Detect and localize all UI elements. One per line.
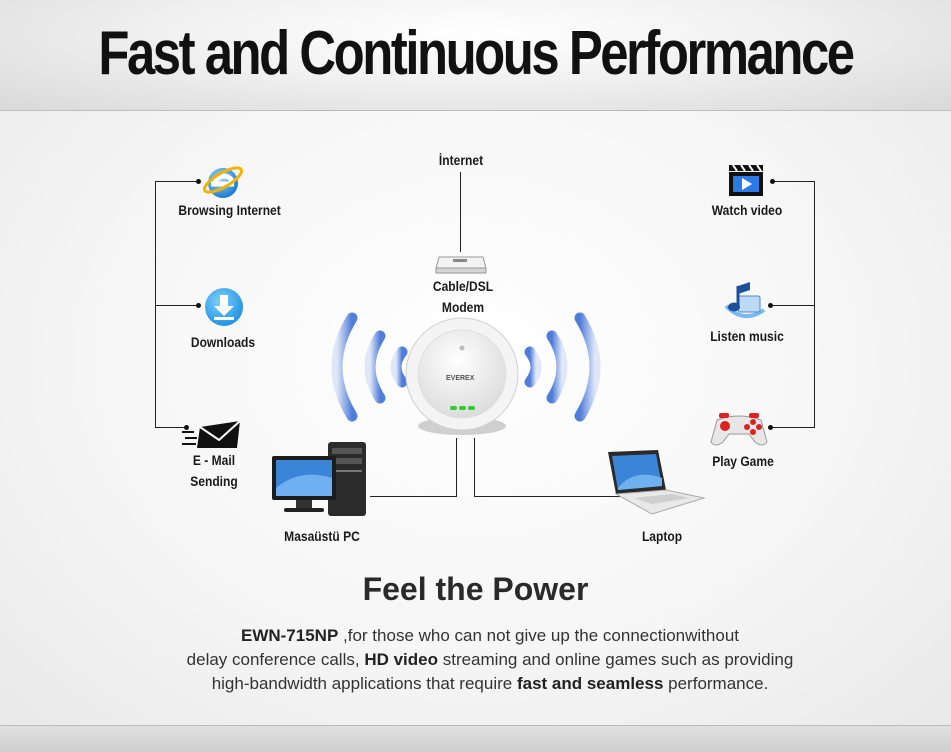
label-modem-line2: Modem xyxy=(441,299,485,315)
left-connector-email xyxy=(155,427,188,428)
wifi-waves-right-icon xyxy=(524,312,601,422)
internet-explorer-icon xyxy=(202,166,244,198)
connector-dot xyxy=(196,303,201,308)
connector-dot xyxy=(196,179,201,184)
pc-connector-vertical xyxy=(456,438,457,497)
label-play-game: Play Game xyxy=(712,453,774,469)
connector-dot xyxy=(768,425,773,430)
pc-connector-horizontal xyxy=(370,496,457,497)
connector-dot xyxy=(184,425,189,430)
desc-text: performance. xyxy=(663,674,769,693)
label-modem-line1: Cable/DSL xyxy=(432,278,494,294)
label-email-line2: Sending xyxy=(190,473,238,489)
right-connector-game xyxy=(771,427,815,428)
desktop-pc-icon xyxy=(272,442,366,516)
label-listen-music: Listen music xyxy=(710,328,784,344)
label-watch-video: Watch video xyxy=(711,202,783,218)
label-internet: İnternet xyxy=(438,152,484,168)
desc-text: delay conference calls, xyxy=(186,650,365,669)
header-banner: Fast and Continuous Performance xyxy=(0,0,951,111)
desc-text: streaming and online games such as provi… xyxy=(438,650,794,669)
internet-connector xyxy=(460,172,461,252)
label-desktop-pc: Masaüstü PC xyxy=(284,528,360,544)
hd-video-emphasis: HD video xyxy=(364,650,438,669)
left-bracket-vertical xyxy=(155,181,156,427)
desc-text: ,for those who can not give up the conne… xyxy=(338,626,740,645)
section-headline: Feel the Power xyxy=(362,571,589,607)
label-browsing-internet: Browsing Internet xyxy=(178,202,281,218)
music-note-icon xyxy=(724,282,766,318)
label-email-line1: E - Mail xyxy=(192,452,236,468)
connector-dot xyxy=(770,179,775,184)
gamepad-icon xyxy=(710,413,768,446)
laptop-connector-horizontal xyxy=(474,496,624,497)
label-laptop: Laptop xyxy=(641,528,683,544)
device-brand-text: EVEREX xyxy=(446,375,475,382)
footer-bar xyxy=(0,725,951,752)
wifi-waves-left-icon xyxy=(331,312,408,422)
fast-seamless-emphasis: fast and seamless xyxy=(516,674,664,693)
desc-text: high-bandwidth applications that require xyxy=(211,674,517,693)
right-bracket-vertical xyxy=(814,181,815,427)
laptop-icon xyxy=(608,450,706,515)
video-clapper-icon xyxy=(729,164,763,196)
download-icon xyxy=(205,288,243,326)
model-name: EWN-715NP xyxy=(240,626,339,645)
email-icon xyxy=(182,420,241,448)
right-connector-watch xyxy=(773,181,815,182)
access-point-device-icon: EVEREX xyxy=(405,317,519,435)
left-connector-browsing xyxy=(155,181,200,182)
label-downloads: Downloads xyxy=(190,334,256,350)
laptop-connector-vertical xyxy=(474,438,475,497)
left-connector-downloads xyxy=(155,305,200,306)
page-title: Fast and Continuous Performance xyxy=(98,19,855,88)
product-description: EWN-715NP ,for those who can not give up… xyxy=(150,624,830,696)
connector-dot xyxy=(768,303,773,308)
modem-icon xyxy=(435,256,487,274)
right-connector-music xyxy=(771,305,815,306)
